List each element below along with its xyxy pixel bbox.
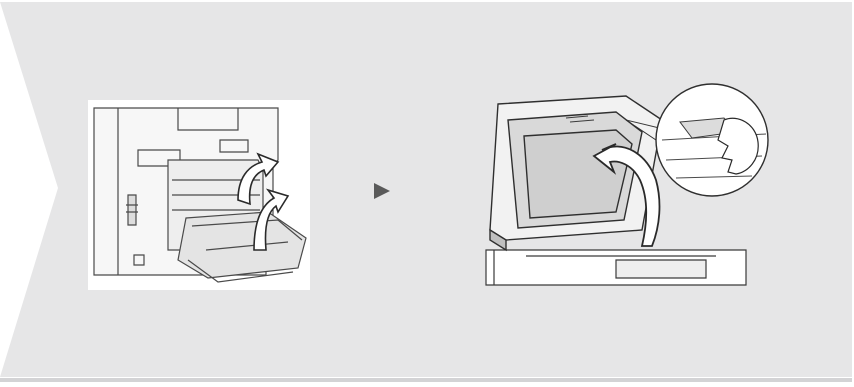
printer-rear-cover-open-icon bbox=[88, 100, 310, 290]
feeder-lid-open-icon bbox=[466, 80, 784, 290]
next-step-arrow-icon bbox=[372, 181, 392, 201]
